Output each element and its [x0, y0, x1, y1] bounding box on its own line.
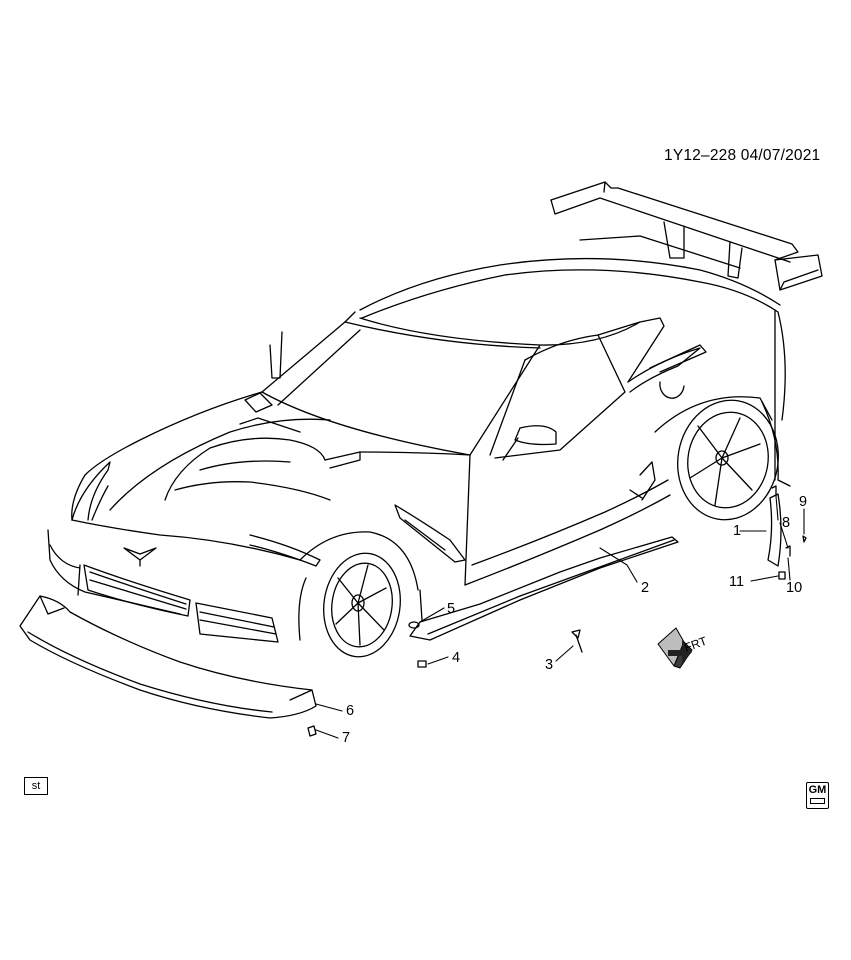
callout-6: 6	[346, 703, 355, 719]
callout-2: 2	[641, 580, 650, 596]
car-body-drawing	[48, 259, 790, 662]
front-splitter-drawing	[20, 596, 316, 718]
leader-lines	[316, 496, 804, 738]
callout-8: 8	[782, 515, 791, 531]
rocker-panel-drawing	[410, 537, 678, 640]
st-tag: st	[24, 777, 48, 795]
callout-10: 10	[786, 580, 803, 596]
callout-1: 1	[733, 523, 742, 539]
fastener-9	[803, 536, 806, 542]
fastener-4	[418, 661, 426, 667]
callout-11: 11	[729, 574, 745, 590]
callout-3: 3	[545, 657, 554, 673]
gm-logo-text: GM	[808, 784, 827, 796]
callout-5: 5	[447, 601, 456, 617]
fastener-8	[772, 486, 776, 496]
gm-logo-underline	[810, 798, 825, 804]
fastener-7	[308, 726, 316, 736]
rear-splash-flap-drawing	[768, 494, 781, 566]
direction-label: FRT	[682, 634, 709, 655]
callout-7: 7	[342, 730, 351, 746]
front-direction-arrow-icon	[658, 628, 692, 668]
rear-wing-drawing	[551, 182, 822, 290]
diagram-reference-code: 1Y12–228 04/07/2021	[664, 147, 821, 164]
fastener-11	[779, 572, 785, 579]
gm-logo: GM	[806, 782, 829, 809]
callout-9: 9	[799, 494, 808, 510]
fastener-5	[409, 622, 419, 628]
fasteners-drawing	[308, 486, 806, 736]
callout-4: 4	[452, 650, 461, 666]
